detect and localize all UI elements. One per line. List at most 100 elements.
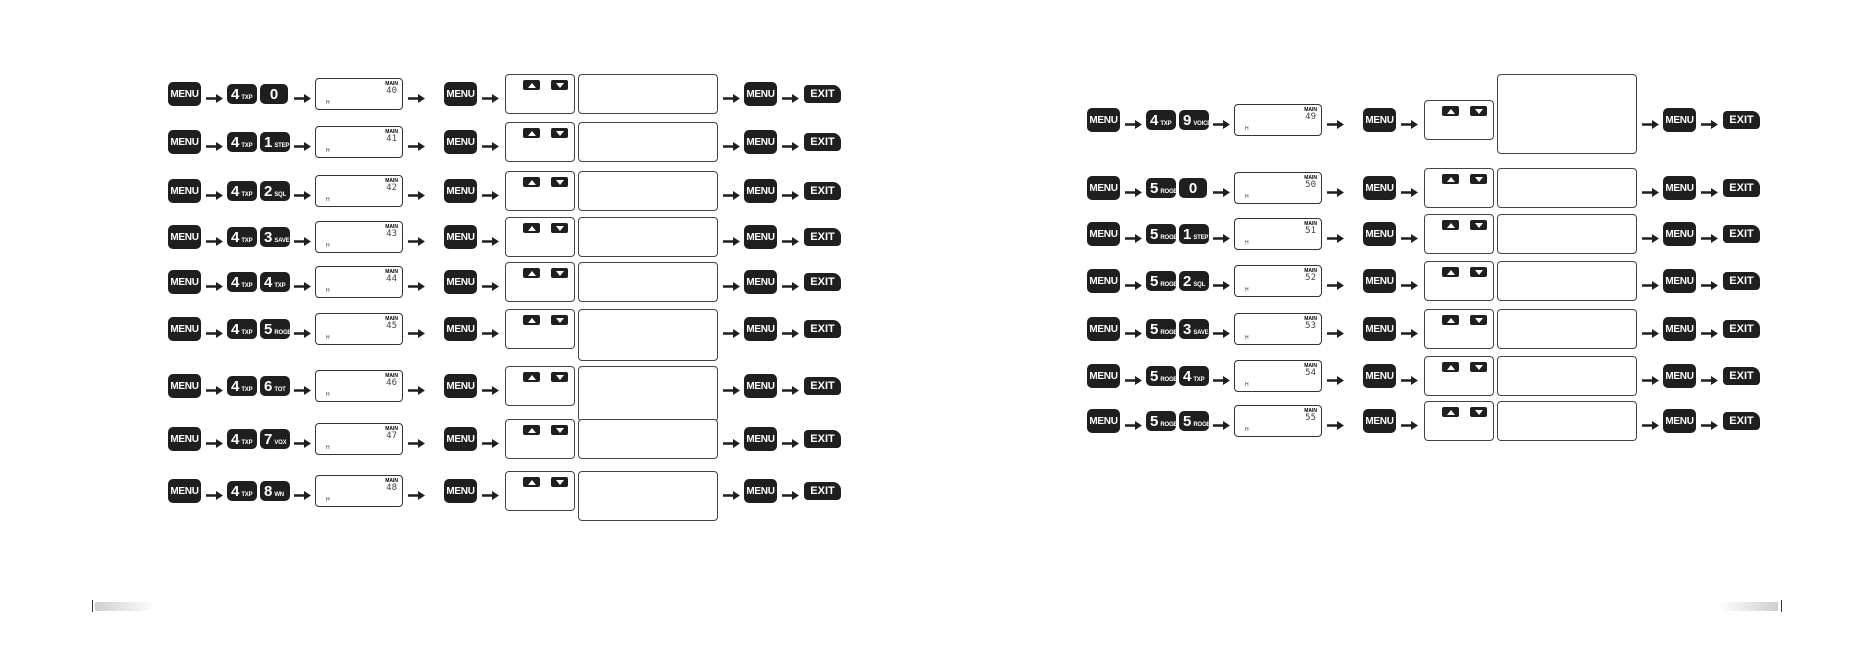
down-arrow-icon[interactable]	[551, 223, 568, 233]
menu-button[interactable]: MENU	[1663, 108, 1696, 132]
exit-button[interactable]: EXIT	[1723, 225, 1760, 243]
down-arrow-icon[interactable]	[551, 477, 568, 487]
up-arrow-icon[interactable]	[523, 268, 540, 278]
menu-button[interactable]: MENU	[1087, 364, 1120, 388]
menu-button[interactable]: MENU	[1363, 269, 1396, 293]
menu-button[interactable]: MENU	[1663, 409, 1696, 433]
menu-button[interactable]: MENU	[168, 179, 201, 203]
menu-button[interactable]: MENU	[1363, 222, 1396, 246]
menu-button[interactable]: MENU	[1663, 176, 1696, 200]
menu-button[interactable]: MENU	[744, 317, 777, 341]
exit-button[interactable]: EXIT	[804, 228, 841, 246]
up-arrow-icon[interactable]	[523, 128, 540, 138]
up-arrow-icon[interactable]	[523, 177, 540, 187]
exit-button[interactable]: EXIT	[804, 133, 841, 151]
number-key[interactable]: 0	[260, 84, 288, 104]
exit-button[interactable]: EXIT	[804, 482, 841, 500]
exit-button[interactable]: EXIT	[1723, 272, 1760, 290]
menu-button[interactable]: MENU	[168, 317, 201, 341]
exit-button[interactable]: EXIT	[804, 377, 841, 395]
up-arrow-icon[interactable]	[1442, 220, 1459, 230]
up-arrow-icon[interactable]	[523, 223, 540, 233]
menu-button[interactable]: MENU	[444, 82, 477, 106]
menu-button[interactable]: MENU	[168, 270, 201, 294]
up-arrow-icon[interactable]	[1442, 267, 1459, 277]
exit-button[interactable]: EXIT	[1723, 111, 1760, 129]
menu-button[interactable]: MENU	[1663, 269, 1696, 293]
menu-button[interactable]: MENU	[1363, 364, 1396, 388]
down-arrow-icon[interactable]	[551, 372, 568, 382]
up-arrow-icon[interactable]	[1442, 174, 1459, 184]
menu-button[interactable]: MENU	[744, 427, 777, 451]
up-arrow-icon[interactable]	[523, 477, 540, 487]
menu-button[interactable]: MENU	[1087, 222, 1120, 246]
menu-button[interactable]: MENU	[444, 479, 477, 503]
up-arrow-icon[interactable]	[523, 315, 540, 325]
menu-button[interactable]: MENU	[444, 225, 477, 249]
menu-button[interactable]: MENU	[744, 479, 777, 503]
menu-button[interactable]: MENU	[1087, 108, 1120, 132]
down-arrow-icon[interactable]	[551, 425, 568, 435]
menu-button[interactable]: MENU	[1087, 317, 1120, 341]
menu-button[interactable]: MENU	[1663, 222, 1696, 246]
down-arrow-icon[interactable]	[1470, 174, 1487, 184]
exit-button[interactable]: EXIT	[804, 182, 841, 200]
up-arrow-icon[interactable]	[523, 80, 540, 90]
menu-button[interactable]: MENU	[744, 374, 777, 398]
menu-button[interactable]: MENU	[444, 427, 477, 451]
menu-button[interactable]: MENU	[1663, 317, 1696, 341]
menu-button[interactable]: MENU	[744, 179, 777, 203]
up-arrow-icon[interactable]	[1442, 315, 1459, 325]
menu-button[interactable]: MENU	[168, 479, 201, 503]
menu-button[interactable]: MENU	[444, 374, 477, 398]
down-arrow-icon[interactable]	[1470, 315, 1487, 325]
menu-button[interactable]: MENU	[1663, 364, 1696, 388]
menu-button[interactable]: MENU	[744, 270, 777, 294]
menu-button[interactable]: MENU	[1363, 409, 1396, 433]
up-arrow-icon[interactable]	[523, 425, 540, 435]
up-arrow-icon[interactable]	[1442, 407, 1459, 417]
menu-button[interactable]: MENU	[168, 130, 201, 154]
exit-button[interactable]: EXIT	[804, 85, 841, 103]
menu-button[interactable]: MENU	[168, 427, 201, 451]
menu-button[interactable]: MENU	[1087, 269, 1120, 293]
number-key[interactable]: 0	[1179, 178, 1207, 198]
exit-button[interactable]: EXIT	[804, 320, 841, 338]
menu-button[interactable]: MENU	[1087, 176, 1120, 200]
exit-button[interactable]: EXIT	[804, 430, 841, 448]
menu-button[interactable]: MENU	[168, 82, 201, 106]
menu-button[interactable]: MENU	[444, 130, 477, 154]
up-arrow-icon[interactable]	[1442, 362, 1459, 372]
menu-button[interactable]: MENU	[1363, 317, 1396, 341]
up-arrow-icon[interactable]	[1442, 106, 1459, 116]
menu-button[interactable]: MENU	[744, 82, 777, 106]
down-arrow-icon[interactable]	[1470, 220, 1487, 230]
menu-button[interactable]: MENU	[444, 317, 477, 341]
